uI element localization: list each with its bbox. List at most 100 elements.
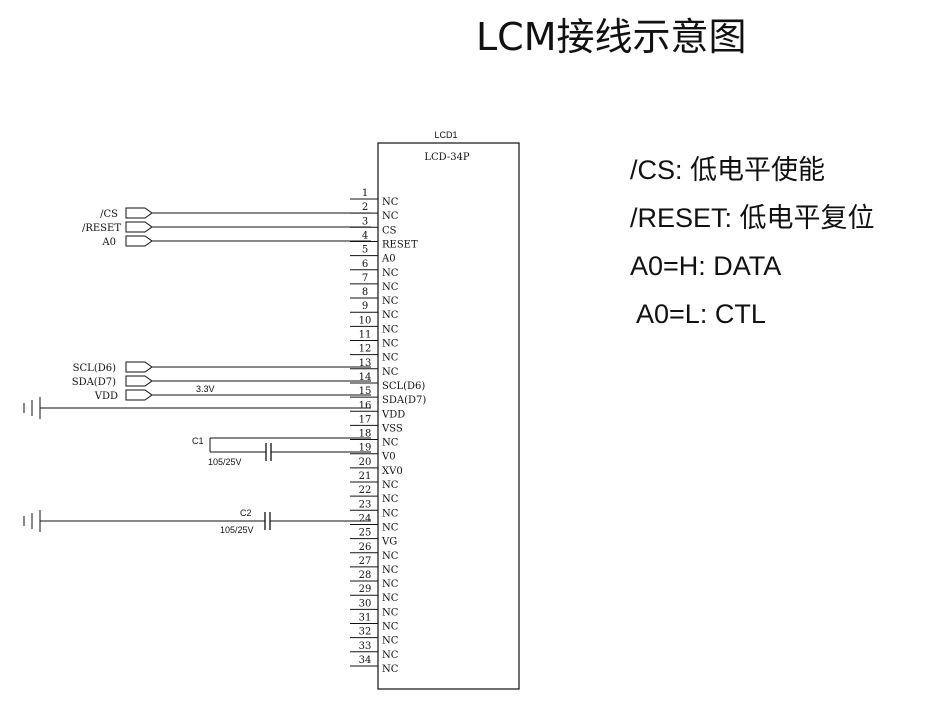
pin-number: 31	[359, 613, 372, 624]
pin-name: XV0	[382, 466, 403, 477]
capacitor-c1-value: 105/25V	[208, 457, 242, 467]
component-part: LCD-34P	[424, 152, 470, 163]
pin-name: NC	[382, 211, 399, 222]
pin-number: 20	[359, 457, 372, 468]
pin-name: VDD	[381, 409, 405, 420]
pin-name: NC	[382, 480, 399, 491]
pin-name: NC	[382, 565, 399, 576]
pin-name: NC	[382, 282, 399, 293]
capacitor-c2-value: 105/25V	[220, 525, 254, 535]
pin-number: 10	[359, 315, 372, 326]
capacitor-c2: C2 105/25V	[23, 508, 371, 535]
port-label-sda: SDA(D7)	[72, 377, 116, 388]
port-cs: /CS	[100, 207, 371, 220]
port-label-vdd: VDD	[94, 391, 118, 402]
pin-name: NC	[382, 324, 399, 335]
pin-row: 7NC	[350, 273, 399, 293]
pin-number: 1	[362, 188, 368, 199]
port-vdd: VDD 3.3V	[94, 384, 371, 402]
pin-number: 33	[359, 641, 372, 652]
pin-row: 8NC	[350, 287, 399, 307]
component-ref: LCD1	[434, 130, 457, 140]
pin-number: 28	[359, 570, 372, 581]
pin-number: 26	[359, 542, 372, 553]
pin-name: NC	[382, 367, 399, 378]
port-a0: A0	[101, 235, 371, 248]
pin-name: NC	[382, 508, 399, 519]
note-cs: /CS: 低电平使能	[630, 155, 826, 185]
pin-name: NC	[382, 579, 399, 590]
pin-number: 24	[359, 513, 372, 524]
pin-number: 34	[359, 655, 372, 666]
port-reset: /RESET	[82, 221, 371, 234]
pin-name: V0	[381, 452, 396, 463]
port-label-reset: /RESET	[82, 223, 121, 234]
pin-name: NC	[382, 268, 399, 279]
pin-number: 6	[362, 259, 368, 270]
pin-name: NC	[382, 310, 399, 321]
pin-number: 30	[359, 598, 372, 609]
pin-number: 22	[359, 485, 372, 496]
pin-name: NC	[382, 197, 399, 208]
capacitor-c2-ref: C2	[240, 508, 252, 518]
capacitor-c1: C1 105/25V	[192, 436, 371, 467]
pin-name: NC	[382, 296, 399, 307]
net-label-vdd: 3.3V	[196, 384, 215, 394]
pin-number: 25	[359, 528, 372, 539]
pin-name: NC	[382, 494, 399, 505]
pin-name: SDA(D7)	[382, 395, 426, 406]
pin-number: 27	[359, 556, 372, 567]
pin-number: 23	[359, 499, 372, 510]
pin-name: RESET	[382, 239, 418, 250]
pin-name: NC	[382, 438, 399, 449]
note-a0-high: A0=H: DATA	[630, 251, 782, 281]
pin-number: 8	[362, 287, 368, 298]
page-title: LCM接线示意图	[476, 15, 747, 59]
pin-number: 16	[359, 400, 372, 411]
pin-name: SCL(D6)	[382, 381, 425, 392]
pin-number: 14	[359, 372, 372, 383]
pin-number: 19	[359, 443, 372, 454]
port-sda: SDA(D7)	[72, 375, 371, 388]
pin-number: 3	[362, 216, 368, 227]
pin-number: 2	[362, 202, 368, 213]
note-a0-low: A0=L: CTL	[630, 299, 766, 329]
lcd-component-body	[377, 142, 520, 690]
capacitor-c1-ref: C1	[192, 436, 204, 446]
note-reset: /RESET: 低电平复位	[630, 203, 875, 233]
pin-row: 9NC	[350, 301, 399, 321]
pin-number: 29	[359, 584, 372, 595]
pin-name: VSS	[381, 423, 403, 434]
pin-name: CS	[382, 225, 397, 236]
port-label-cs: /CS	[100, 209, 118, 220]
pin-number: 18	[359, 429, 372, 440]
pin-number: 15	[359, 386, 372, 397]
pin-number: 17	[359, 414, 372, 425]
pin-number: 7	[362, 273, 368, 284]
pin-name: NC	[382, 636, 399, 647]
pin-number: 12	[359, 344, 372, 355]
pin-name: NC	[382, 339, 399, 350]
pin-name: NC	[382, 593, 399, 604]
port-scl: SCL(D6)	[73, 361, 371, 374]
notes-panel: /CS: 低电平使能 /RESET: 低电平复位 A0=H: DATA A0=L…	[630, 152, 875, 344]
